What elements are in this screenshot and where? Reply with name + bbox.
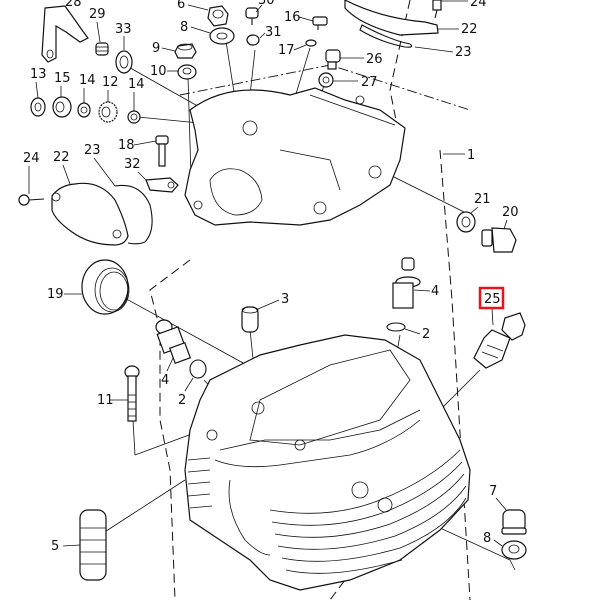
part-18-bolt[interactable]: [155, 135, 169, 167]
callout-8[interactable]: 8: [180, 20, 188, 35]
callout-18[interactable]: 18: [118, 138, 135, 153]
part-17-washer[interactable]: [305, 39, 317, 47]
callout-15[interactable]: 15: [54, 71, 71, 86]
callout-12[interactable]: 12: [102, 75, 119, 90]
callout-8-bottom[interactable]: 8: [483, 531, 491, 546]
part-29-spring[interactable]: [95, 42, 109, 56]
callout-labels: 28 29 33 6 8 9 10 30 16 31 17 26 27 24 2…: [23, 0, 519, 554]
callout-24-left[interactable]: 24: [23, 151, 40, 166]
part-24-bolt-left[interactable]: [18, 194, 45, 206]
callout-9[interactable]: 9: [152, 41, 160, 56]
callout-3[interactable]: 3: [281, 292, 289, 307]
part-4-guide-left[interactable]: [155, 319, 192, 365]
callout-1[interactable]: 1: [467, 148, 475, 163]
part-4-guide-right[interactable]: [392, 257, 421, 309]
callout-19[interactable]: 19: [47, 287, 64, 302]
callout-7[interactable]: 7: [489, 484, 497, 499]
part-22-cover-left[interactable]: [51, 182, 129, 246]
cylinder-head[interactable]: [184, 334, 471, 591]
callout-20[interactable]: 20: [502, 205, 519, 220]
part-24-bolt-top[interactable]: [432, 0, 442, 19]
callout-23-top[interactable]: 23: [455, 45, 472, 60]
callout-21[interactable]: 21: [474, 192, 491, 207]
part-22-cover-top[interactable]: [344, 0, 439, 36]
part-16-bolt[interactable]: [312, 16, 328, 30]
part-14-washer-b[interactable]: [127, 110, 141, 124]
callout-30[interactable]: 30: [258, 0, 275, 8]
part-11-bolt[interactable]: [124, 365, 140, 422]
callout-14-b[interactable]: 14: [128, 77, 145, 92]
part-20-plug[interactable]: [481, 227, 517, 253]
part-33-seal[interactable]: [115, 50, 133, 74]
camshaft-housing[interactable]: [184, 87, 406, 226]
callout-6[interactable]: 6: [177, 0, 185, 12]
part-8-washer-bottom[interactable]: [501, 540, 527, 560]
callout-22-top[interactable]: 22: [461, 22, 478, 37]
part-14-washer-a[interactable]: [77, 102, 91, 118]
part-28-arm[interactable]: [41, 5, 89, 63]
part-30-bolt[interactable]: [245, 7, 259, 25]
part-2-oring-right[interactable]: [386, 322, 406, 332]
callout-25[interactable]: 25: [484, 292, 501, 307]
part-27-washer[interactable]: [318, 72, 334, 88]
callout-33[interactable]: 33: [115, 22, 132, 37]
callout-2-right[interactable]: 2: [422, 327, 430, 342]
callout-24-top[interactable]: 24: [470, 0, 487, 10]
callout-22-left[interactable]: 22: [53, 150, 70, 165]
part-23-gasket-left[interactable]: [114, 184, 153, 245]
callout-4-left[interactable]: 4: [161, 373, 169, 388]
part-3-pin[interactable]: [241, 306, 259, 333]
part-26-bolt[interactable]: [325, 49, 341, 70]
part-19-cap[interactable]: [81, 259, 130, 315]
highlight-box-25: [478, 286, 505, 310]
boundary-left: [149, 259, 191, 601]
callout-27[interactable]: 27: [361, 75, 378, 90]
callout-11[interactable]: 11: [97, 393, 114, 408]
callout-32[interactable]: 32: [124, 157, 141, 172]
part-2-oring-left[interactable]: [189, 359, 207, 379]
part-32-bracket[interactable]: [145, 177, 179, 193]
part-13-washer[interactable]: [30, 97, 46, 117]
callout-14-a[interactable]: 14: [79, 73, 96, 88]
part-7-cap[interactable]: [501, 509, 527, 535]
callout-16[interactable]: 16: [284, 10, 301, 25]
callout-23-left[interactable]: 23: [84, 143, 101, 158]
part-23-gasket-top[interactable]: [359, 24, 413, 48]
part-31-washer[interactable]: [246, 34, 260, 46]
part-9-nut[interactable]: [174, 43, 197, 59]
part-15-bushing[interactable]: [52, 96, 72, 118]
callout-13[interactable]: 13: [30, 67, 47, 82]
callout-29[interactable]: 29: [89, 7, 106, 22]
part-10-washer[interactable]: [177, 64, 197, 80]
part-8-washer[interactable]: [209, 27, 235, 45]
part-12-gear[interactable]: [98, 101, 118, 123]
part-21-washer[interactable]: [456, 211, 476, 233]
callout-26[interactable]: 26: [366, 52, 383, 67]
part-6-nut[interactable]: [207, 5, 229, 27]
callout-28[interactable]: 28: [65, 0, 82, 10]
callout-17[interactable]: 17: [278, 43, 295, 58]
callout-5[interactable]: 5: [51, 539, 59, 554]
part-5-dowel[interactable]: [79, 509, 107, 581]
part-25-spark-plug[interactable]: [473, 312, 526, 369]
callout-31[interactable]: 31: [265, 25, 282, 40]
callout-2-left[interactable]: 2: [178, 393, 186, 408]
callout-10[interactable]: 10: [150, 64, 167, 79]
callout-4-right[interactable]: 4: [431, 284, 439, 299]
